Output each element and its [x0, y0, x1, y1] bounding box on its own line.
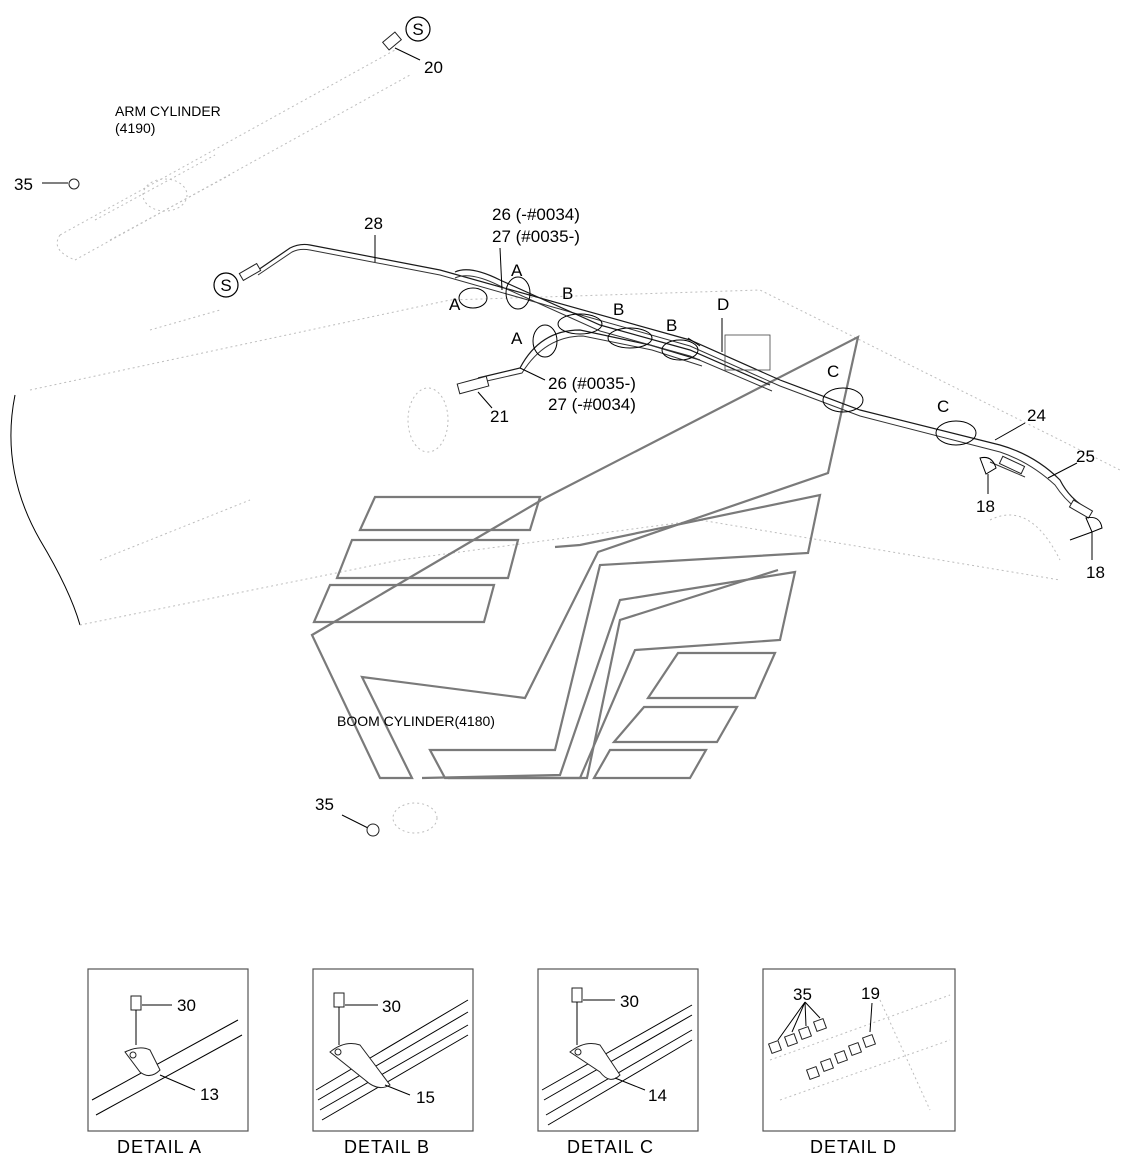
part-26a-label: 26 (-#0034): [492, 205, 580, 224]
detail-a-label-3: A: [511, 329, 523, 348]
fitting-20: [381, 31, 421, 61]
detail-b-bolt-number: 30: [382, 997, 401, 1016]
svg-text:S: S: [220, 276, 231, 295]
part-21-label: 21: [490, 407, 509, 426]
part-26b-label: 26 (#0035-): [548, 374, 636, 393]
detail-c-panel: 30 14 DETAIL C: [537, 968, 699, 1157]
detail-a-bolt-number: 30: [177, 996, 196, 1015]
detail-markers: [458, 276, 977, 446]
part-35-label-bottom: 35: [315, 795, 334, 814]
detail-c-caption: DETAIL C: [567, 1137, 654, 1157]
part-27b-label: 27 (-#0034): [548, 395, 636, 414]
detail-a-panel: 30 13 DETAIL A: [87, 968, 249, 1157]
detail-c-marker-2: [935, 420, 977, 446]
s-marker-top: S: [405, 16, 431, 42]
arm-cylinder-outline: [56, 49, 411, 261]
part-20-label: 20: [424, 58, 443, 77]
fitting-35-top: [42, 178, 80, 190]
detail-b-marker-3: [661, 339, 699, 361]
detail-d-label: D: [717, 295, 729, 314]
svg-text:S: S: [412, 20, 423, 39]
leader-lines: [374, 235, 1093, 560]
detail-d-caption: DETAIL D: [810, 1137, 897, 1157]
detail-c-label-1: C: [827, 362, 839, 381]
part-35-label-top: 35: [14, 175, 33, 194]
part-18-label-1: 18: [976, 497, 995, 516]
detail-c-clamp-number: 14: [648, 1086, 667, 1105]
arm-cylinder-label: ARM CYLINDER: [115, 103, 221, 119]
detail-d-fitting-19-number: 19: [861, 984, 880, 1003]
pipe-24-25-ends: [979, 455, 1103, 533]
detail-c-label-2: C: [937, 397, 949, 416]
detail-b-clamp-number: 15: [416, 1088, 435, 1107]
detail-a-label-2: A: [449, 295, 461, 314]
part-24-label: 24: [1027, 406, 1046, 425]
detail-c-bolt-number: 30: [620, 992, 639, 1011]
detail-d-fitting-35-number: 35: [793, 985, 812, 1004]
detail-b-marker-1: [557, 313, 603, 335]
detail-b-label-1: B: [562, 284, 573, 303]
detail-a-caption: DETAIL A: [117, 1137, 202, 1157]
boom-cylinder-label: BOOM CYLINDER(4180): [337, 713, 495, 729]
part-28-label: 28: [364, 214, 383, 233]
arm-cylinder-code: (4190): [115, 120, 155, 136]
detail-b-label-2: B: [613, 300, 624, 319]
detail-a-marker-2: [505, 276, 531, 310]
detail-a-marker-3: [532, 324, 558, 358]
s-marker-left: S: [213, 272, 239, 298]
boom-outline: [10, 289, 1121, 834]
part-18-label-2: 18: [1086, 563, 1105, 582]
manufacturer-logo: [310, 334, 860, 780]
detail-b-caption: DETAIL B: [344, 1137, 430, 1157]
pipe-28: [238, 243, 1091, 517]
part-27a-label: 27 (#0035-): [492, 227, 580, 246]
detail-b-panel: 30 15 DETAIL B: [312, 968, 474, 1157]
detail-c-frame: [537, 968, 699, 1132]
detail-a-clamp-number: 13: [200, 1085, 219, 1104]
detail-b-label-3: B: [666, 316, 677, 335]
fitting-35-bottom: [341, 814, 380, 837]
part-25-label: 25: [1076, 447, 1095, 466]
detail-a-marker-1: [458, 287, 488, 309]
detail-c-marker-1: [822, 387, 864, 413]
detail-d-panel: 35 19 DETAIL D: [762, 968, 956, 1157]
detail-a-label-1: A: [511, 261, 523, 280]
detail-b-marker-2: [607, 327, 653, 349]
detail-a-frame: [87, 968, 249, 1132]
